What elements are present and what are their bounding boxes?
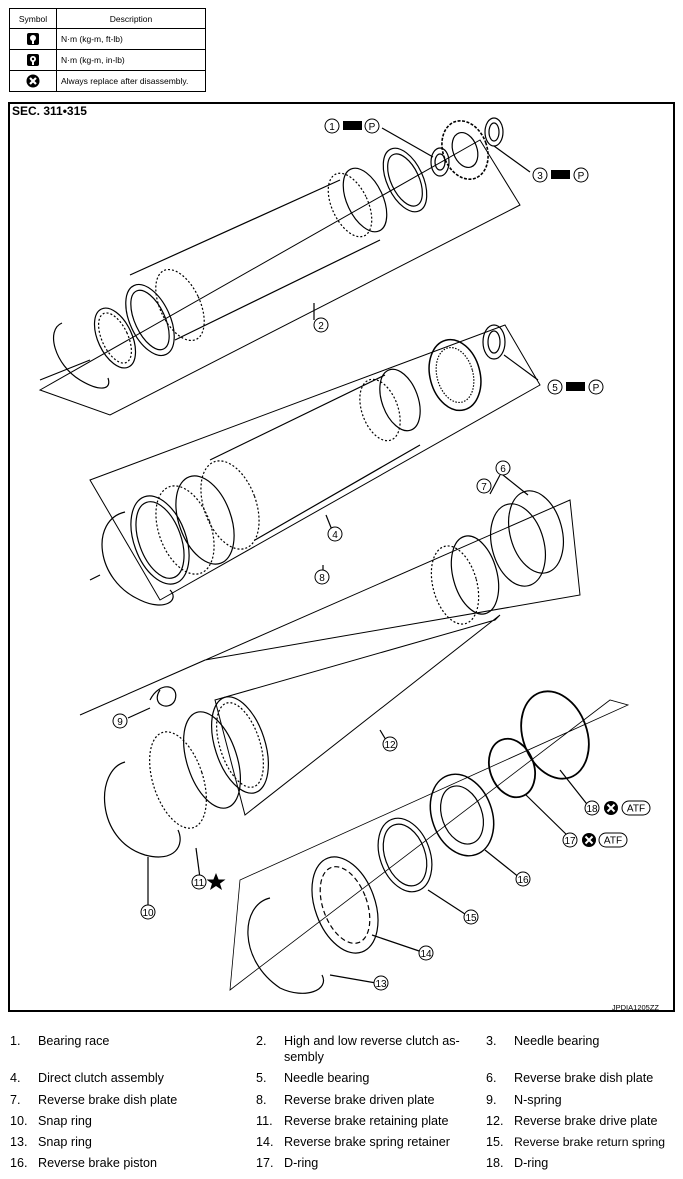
callout-5: 5 P (547, 379, 604, 395)
callout-12: 12 (382, 736, 398, 752)
callout-1: 1 P (324, 118, 380, 134)
callout-8: 8 (314, 569, 330, 585)
svg-text:3: 3 (537, 171, 543, 182)
svg-text:10: 10 (142, 908, 154, 919)
svg-text:15: 15 (465, 913, 477, 924)
callout-9: 9 (112, 713, 128, 729)
legend-row-3-text: Always replace after disassembly. (56, 70, 206, 92)
svg-text:8: 8 (319, 573, 325, 584)
group-piston-outline (229, 699, 630, 991)
callout-3: 3 P (532, 167, 589, 183)
callout-15: 15 (463, 909, 479, 925)
star-icon (206, 873, 226, 890)
snap-ring-10-shape (103, 761, 181, 858)
callout-13: 13 (373, 975, 389, 991)
snap-ring-shape (53, 322, 110, 389)
svg-text:7: 7 (481, 482, 487, 493)
symbol-legend-table: Symbol Description N·m (kg-m, ft-lb) N·m… (9, 8, 206, 92)
callout-16: 16 (515, 871, 531, 887)
svg-text:18: 18 (586, 804, 598, 815)
callout-2: 2 (313, 317, 329, 333)
svg-text:2: 2 (318, 321, 324, 332)
svg-text:12: 12 (384, 740, 396, 751)
svg-text:1: 1 (329, 122, 335, 133)
svg-text:13: 13 (375, 979, 387, 990)
torque-wrench-small-icon (27, 54, 39, 66)
n-spring-shape (149, 686, 177, 707)
petroleum-label-3: P (578, 171, 585, 182)
atf-label-18: ATF (627, 804, 645, 815)
callout-14: 14 (418, 945, 434, 961)
callout-10: 10 (140, 904, 156, 920)
svg-text:6: 6 (500, 464, 506, 475)
group-4-outline (89, 324, 541, 601)
svg-text:16: 16 (517, 875, 529, 886)
svg-text:17: 17 (564, 836, 576, 847)
group-2-outline (38, 139, 521, 416)
petroleum-label-5: P (593, 383, 600, 394)
section-title: SEC. 311•315 (12, 104, 87, 118)
diagram-frame (8, 102, 675, 1012)
snap-ring-13-shape (247, 897, 325, 994)
callout-4: 4 (327, 526, 343, 542)
svg-text:14: 14 (420, 949, 432, 960)
group-12-outline (214, 614, 501, 816)
svg-text:11: 11 (194, 878, 205, 889)
callout-17: 17 ATF (562, 832, 628, 848)
callout-7: 7 (476, 478, 492, 494)
svg-text:4: 4 (332, 530, 338, 541)
callout-18: 18 ATF (584, 800, 651, 816)
atf-label-17: ATF (604, 836, 622, 847)
torque-wrench-icon (27, 33, 39, 45)
figure-code: JPDIA1205ZZ (611, 1003, 659, 1012)
svg-text:9: 9 (117, 717, 123, 728)
callout-11: 11 (191, 873, 226, 890)
svg-text:5: 5 (552, 383, 558, 394)
callout-6: 6 (495, 460, 511, 476)
replace-icon (26, 74, 40, 88)
group-8-outline (79, 499, 581, 716)
petroleum-label-1: P (369, 122, 376, 133)
